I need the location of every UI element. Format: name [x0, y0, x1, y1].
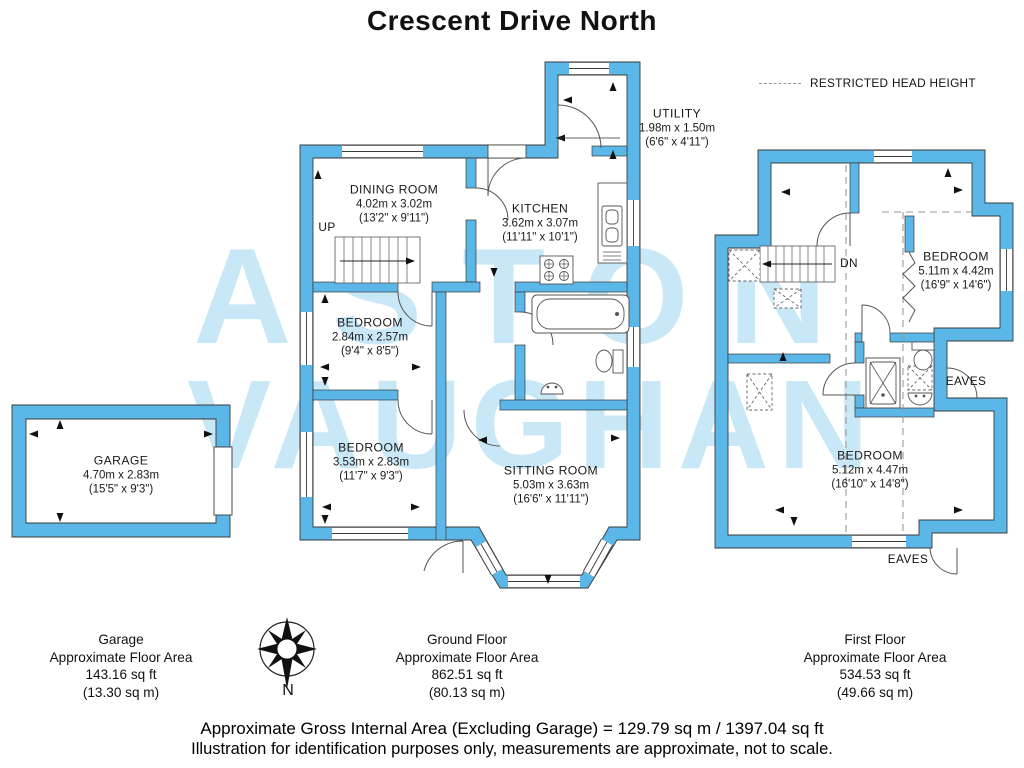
room-label-kitchen: KITCHEN 3.62m x 3.07m (11'11" x 10'1") [501, 201, 579, 244]
rooflight-icons [728, 249, 933, 411]
room-label-utility: UTILITY 1.98m x 1.50m (6'6" x 4'11") [638, 106, 716, 149]
eaves-upper-label: EAVES [945, 374, 987, 388]
first-floor-windows [852, 149, 1014, 549]
gross-area-text: Approximate Gross Internal Area (Excludi… [200, 719, 824, 738]
room-label-dining: DINING ROOM 4.02m x 3.02m (13'2" x 9'11"… [349, 182, 439, 225]
first-floor-plan [714, 149, 1014, 575]
garage-plan [11, 404, 233, 538]
toilet-icon [595, 349, 624, 374]
dashed-line-icon [759, 82, 801, 84]
ground-floor-area-summary: Ground Floor Approximate Floor Area 862.… [395, 632, 539, 700]
first-floor-arrows [775, 168, 963, 526]
room-label-bedroom2: BEDROOM 3.53m x 2.83m (11'7" x 9'3") [332, 440, 410, 483]
toilet-icon-first [911, 341, 935, 371]
room-label-bedroom1: BEDROOM 2.84m x 2.57m (9'4" x 8'5") [331, 315, 409, 358]
room-label-garage: GARAGE 4.70m x 2.83m (15'5" x 9'3") [82, 453, 160, 496]
legend-label: RESTRICTED HEAD HEIGHT [810, 76, 976, 90]
first-floor-area-summary: First Floor Approximate Floor Area 534.5… [803, 632, 947, 700]
interior-walls [312, 145, 628, 541]
eaves-lower-label: EAVES [887, 552, 929, 566]
garage-area-summary: Garage Approximate Floor Area 143.16 sq … [49, 632, 193, 700]
disclaimer-text: Illustration for identification purposes… [191, 740, 833, 758]
hob-icon [539, 255, 574, 285]
stairs-up-icon [334, 236, 421, 284]
bath-icon [531, 294, 630, 334]
ground-floor-plan [299, 61, 641, 589]
restricted-head-height-legend: RESTRICTED HEAD HEIGHT [759, 76, 976, 90]
basin-icon-first [907, 392, 933, 406]
room-label-sitting: SITTING ROOM 5.03m x 3.63m (16'6" x 11'1… [503, 463, 599, 506]
dimension-arrows [314, 82, 620, 584]
basin-icon [540, 382, 564, 395]
compass-icon [257, 617, 317, 689]
garage-door [213, 446, 233, 516]
up-label: UP [318, 220, 336, 234]
wavy-line [902, 251, 916, 323]
shower-icon [865, 357, 901, 409]
dn-label: DN [840, 256, 858, 270]
room-label-bedroom4: BEDROOM 5.12m x 4.47m (16'10" x 14'8") [831, 448, 909, 491]
doors [397, 104, 602, 573]
first-floor-doors [816, 212, 978, 575]
stairs-down-icon [759, 245, 836, 283]
page-title: Crescent Drive North [366, 5, 658, 36]
north-label: N [282, 682, 294, 699]
kitchen-sink-icon [597, 182, 628, 264]
restricted-head-height-lines [845, 165, 972, 535]
windows [299, 61, 641, 589]
room-label-bedroom3: BEDROOM 5.11m x 4.42m (16'9" x 14'6") [918, 249, 994, 292]
